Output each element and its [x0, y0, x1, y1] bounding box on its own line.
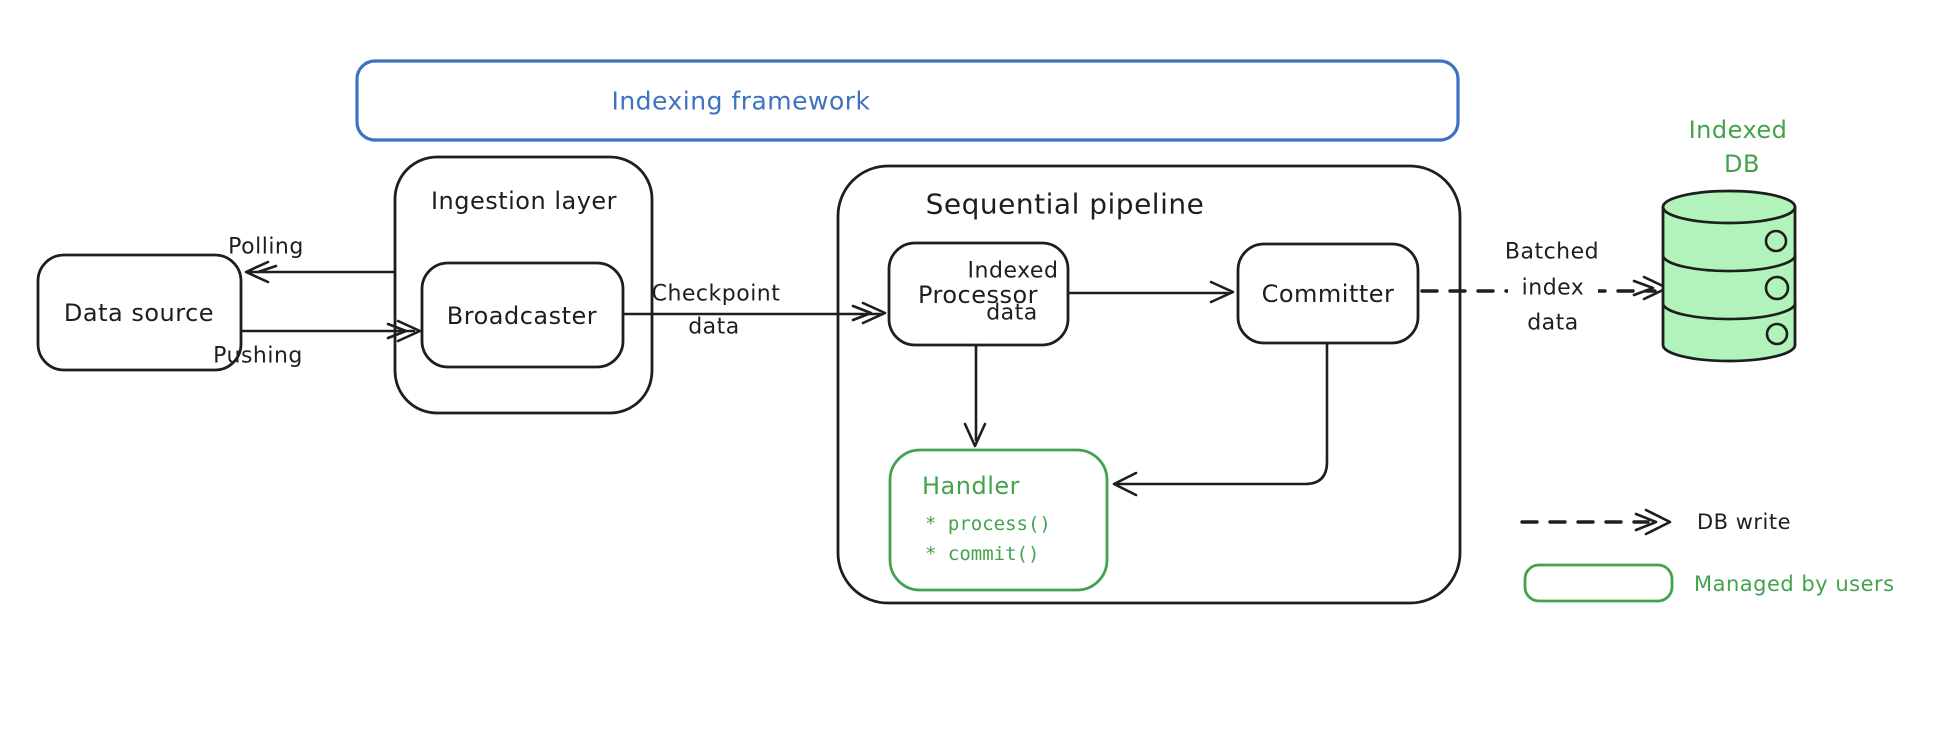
committer-label: Committer	[1262, 280, 1395, 308]
handler-method-commit: * commit()	[925, 543, 1039, 565]
checkpoint-data-label-line1: Checkpoint	[652, 282, 781, 307]
data-source-label: Data source	[64, 299, 214, 327]
sequential-pipeline-label: Sequential pipeline	[926, 188, 1205, 221]
processor-to-handler-arrow	[963, 343, 987, 448]
indexed-db-label-line2: DB	[1724, 150, 1760, 178]
pushing-label: Pushing	[213, 344, 303, 369]
handler-method-process: * process()	[925, 513, 1051, 535]
database-body-fill	[1663, 191, 1795, 361]
indexed-db-label-line1: Indexed	[1689, 116, 1788, 144]
database-separator-2	[1661, 300, 1797, 321]
committer-to-handler-arrow	[1112, 341, 1329, 497]
batched-index-label-line1: Batched	[1505, 240, 1599, 265]
indexing-framework-label: Indexing framework	[611, 87, 870, 116]
pushing-arrow	[240, 319, 422, 343]
legend-managed-label: Managed by users	[1694, 572, 1895, 596]
indexing-framework-frame	[355, 59, 1460, 142]
database-top-ellipse	[1661, 189, 1797, 225]
database-dot-2	[1764, 275, 1790, 301]
checkpoint-data-label-line2: data	[688, 315, 740, 340]
legend-managed-box	[1523, 563, 1674, 603]
polling-arrow	[244, 260, 397, 284]
indexed-data-arrow	[1066, 280, 1235, 304]
batched-index-label-line3: data	[1527, 311, 1579, 336]
broadcaster-label: Broadcaster	[447, 302, 597, 330]
database-body-outline	[1661, 205, 1797, 363]
database-dot-3	[1765, 322, 1789, 346]
batched-index-label-backdrop	[1508, 271, 1598, 306]
data-source-box	[36, 253, 243, 372]
ingestion-layer-label: Ingestion layer	[431, 187, 617, 215]
ingestion-layer-box	[393, 155, 654, 415]
sequential-pipeline-box	[836, 164, 1462, 605]
handler-title: Handler	[922, 472, 1020, 500]
batched-index-label-line2: index	[1522, 276, 1585, 301]
polling-label: Polling	[228, 235, 304, 260]
checkpoint-data-arrow	[621, 301, 887, 325]
indexed-data-label-line2: data	[986, 301, 1038, 326]
legend-db-write-arrow	[1520, 508, 1672, 536]
processor-label: Processor	[918, 281, 1038, 309]
handler-box	[888, 448, 1109, 592]
legend-db-write-label: DB write	[1697, 510, 1791, 534]
database-separator-1	[1661, 252, 1797, 273]
database-dot-1	[1764, 229, 1788, 253]
database-icon	[1661, 189, 1797, 363]
indexed-data-label-line1: Indexed	[968, 259, 1059, 284]
